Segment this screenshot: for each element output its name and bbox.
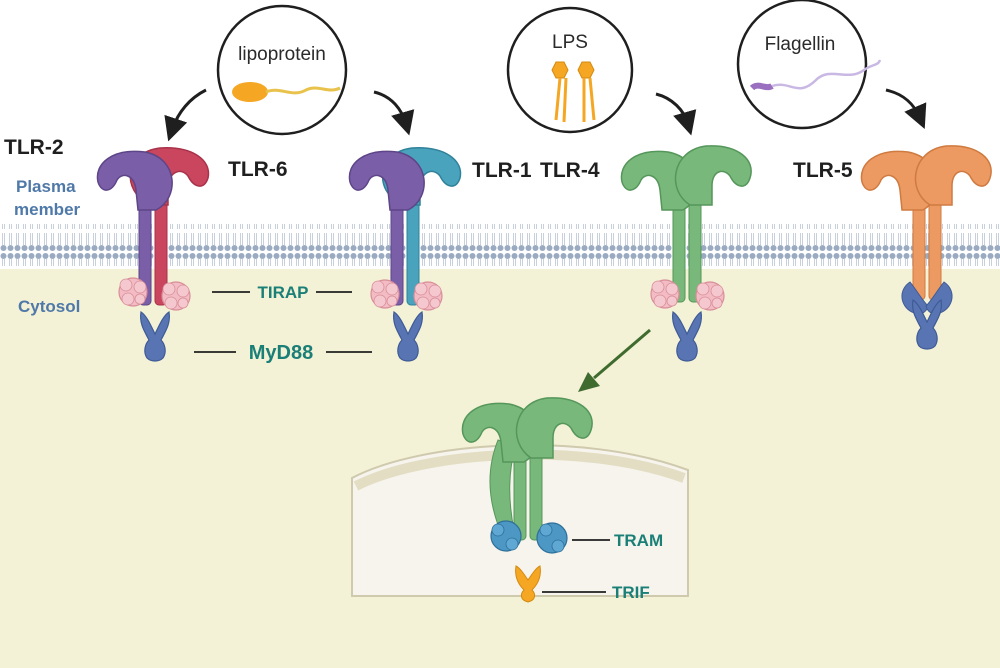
plasma-membrane-label-line2: member xyxy=(14,200,81,219)
tlr2-chain xyxy=(96,150,173,306)
tlr5-label: TLR-5 xyxy=(793,159,853,182)
tlr6-label: TLR-6 xyxy=(228,158,288,181)
tram-callout: TRAM xyxy=(572,531,663,550)
tlr4-label: TLR-4 xyxy=(540,159,600,182)
endocytosis-arrow xyxy=(578,328,651,392)
plasma-membrane-label-line1: Plasma xyxy=(16,177,76,196)
tlr4-receptor xyxy=(620,145,752,362)
tlr1-label: TLR-1 xyxy=(472,159,532,182)
lps-label: LPS xyxy=(552,32,588,53)
cytosol-label: Cytosol xyxy=(18,297,80,316)
trif-callout: TRIF xyxy=(542,583,650,602)
tlr2-chain-b xyxy=(348,150,425,306)
ligand-arrows xyxy=(164,88,927,142)
tram-label: TRAM xyxy=(614,531,663,550)
myd88-label: MyD88 xyxy=(249,342,313,364)
tirap-callout: TIRAP xyxy=(212,283,352,302)
endosomal-tlr4-receptor xyxy=(461,397,593,603)
tirap-label: TIRAP xyxy=(258,283,309,302)
lps-ligand: LPS xyxy=(506,6,634,134)
trif-label: TRIF xyxy=(612,583,650,602)
tram-complex xyxy=(490,520,568,554)
tlr2-tlr6-receptor xyxy=(96,147,210,362)
myd88-callout: MyD88 xyxy=(194,342,372,364)
tlr5-receptor xyxy=(860,145,992,350)
lipoprotein-label: lipoprotein xyxy=(238,44,326,65)
lipoprotein-ligand: lipoprotein xyxy=(216,4,348,136)
flagellin-ligand: Flagellin xyxy=(736,0,882,130)
flagellin-label: Flagellin xyxy=(765,34,836,55)
trif-shape xyxy=(515,565,541,603)
tlr2-tlr1-receptor xyxy=(348,147,462,362)
tlr2-label: TLR-2 xyxy=(4,136,64,159)
